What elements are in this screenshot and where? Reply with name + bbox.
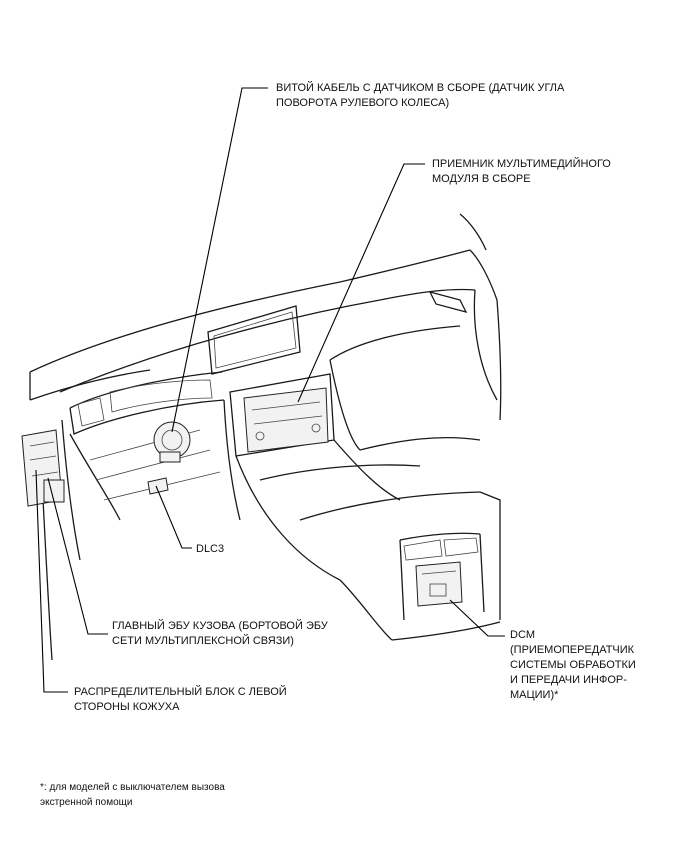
label-dcm-line-5: МАЦИИ)* xyxy=(510,689,559,701)
junction-block-part xyxy=(21,429,65,507)
label-dlc3: DLC3 xyxy=(196,542,224,557)
label-dcm-line-4: И ПЕРЕДАЧИ ИНФОР- xyxy=(510,674,627,686)
label-main-body-ecu-line-1: ГЛАВНЫЙ ЭБУ КУЗОВА (БОРТОВОЙ ЭБУ xyxy=(112,620,328,632)
label-junction-block-line-1: РАСПРЕДЕЛИТЕЛЬНЫЙ БЛОК С ЛЕВОЙ xyxy=(74,686,287,698)
label-multimedia-receiver-line-2: МОДУЛЯ В СБОРЕ xyxy=(432,173,531,185)
label-junction-block-line-2: СТОРОНЫ КОЖУХА xyxy=(74,701,180,713)
leader-lines xyxy=(35,87,505,693)
label-dcm: DCM (ПРИЕМОПЕРЕДАТЧИК СИСТЕМЫ ОБРАБОТКИ … xyxy=(510,628,636,703)
dashboard-outline xyxy=(29,213,502,661)
label-dcm-line-1: DCM xyxy=(510,629,536,641)
label-dlc3-line-1: DLC3 xyxy=(196,543,225,555)
label-multimedia-receiver-line-1: ПРИЕМНИК МУЛЬТИМЕДИЙНОГО xyxy=(432,158,611,170)
label-junction-block: РАСПРЕДЕЛИТЕЛЬНЫЙ БЛОК С ЛЕВОЙ СТОРОНЫ К… xyxy=(74,685,287,715)
label-main-body-ecu: ГЛАВНЫЙ ЭБУ КУЗОВА (БОРТОВОЙ ЭБУ СЕТИ МУ… xyxy=(112,619,328,649)
spiral-cable-part xyxy=(153,421,191,463)
footnote-line-1: *: для моделей с выключателем вызова xyxy=(40,782,225,793)
dcm-part xyxy=(415,561,463,607)
multimedia-receiver-part xyxy=(243,387,329,453)
footnote: *: для моделей с выключателем вызова экс… xyxy=(40,780,225,810)
label-spiral-cable-line-2: ПОВОРОТА РУЛЕВОГО КОЛЕСА) xyxy=(276,97,450,109)
label-main-body-ecu-line-2: СЕТИ МУЛЬТИПЛЕКСНОЙ СВЯЗИ) xyxy=(112,635,294,647)
label-spiral-cable-line-1: ВИТОЙ КАБЕЛЬ С ДАТЧИКОМ В СБОРЕ (ДАТЧИК … xyxy=(276,82,565,94)
label-spiral-cable: ВИТОЙ КАБЕЛЬ С ДАТЧИКОМ В СБОРЕ (ДАТЧИК … xyxy=(276,81,564,111)
label-dcm-line-2: (ПРИЕМОПЕРЕДАТЧИК xyxy=(510,644,635,656)
label-multimedia-receiver: ПРИЕМНИК МУЛЬТИМЕДИЙНОГО МОДУЛЯ В СБОРЕ xyxy=(432,157,611,187)
footnote-line-2: экстренной помощи xyxy=(40,797,133,808)
dlc3-part xyxy=(147,477,169,495)
label-dcm-line-3: СИСТЕМЫ ОБРАБОТКИ xyxy=(510,659,636,671)
